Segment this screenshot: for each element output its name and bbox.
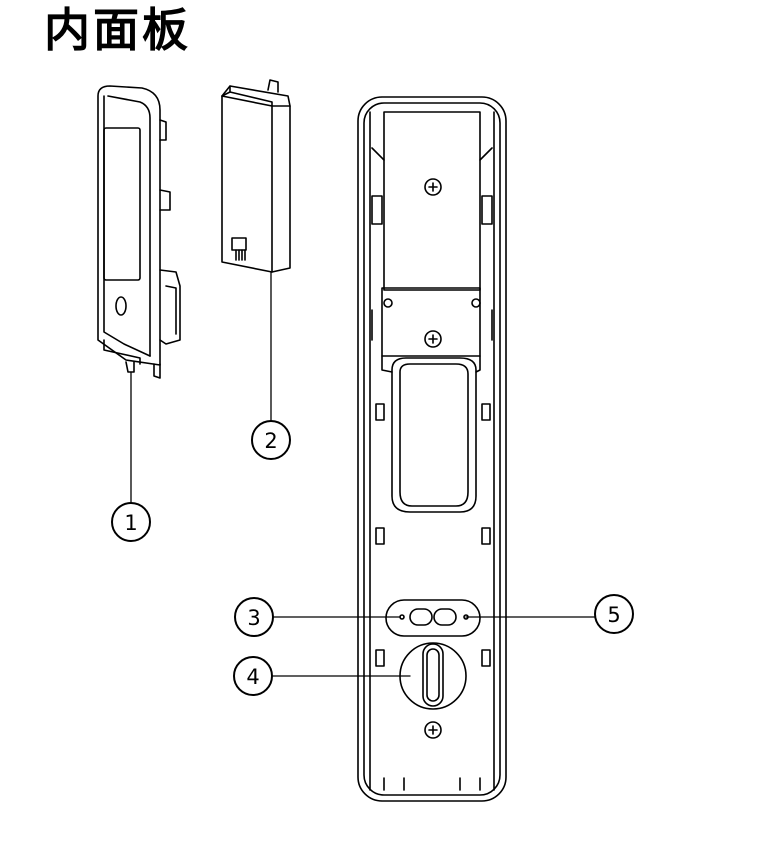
svg-text:5: 5 (607, 603, 620, 627)
screw-top (424, 178, 442, 196)
back-plate-drawing (357, 96, 507, 802)
callout-4: 4 (233, 656, 273, 696)
battery-drawing (221, 79, 291, 273)
screw-bottom (424, 721, 442, 739)
callout-3: 3 (234, 597, 274, 637)
page-title: 内面板 (44, 3, 191, 57)
front-panel-drawing (97, 85, 181, 379)
leader-lines (130, 271, 595, 677)
svg-text:2: 2 (264, 429, 277, 453)
svg-text:3: 3 (247, 606, 260, 630)
callout-2: 2 (251, 420, 291, 460)
callout-1: 1 (111, 502, 151, 542)
screw-middle (424, 330, 442, 348)
callout-5: 5 (594, 594, 634, 634)
svg-text:1: 1 (124, 511, 137, 535)
svg-text:4: 4 (246, 665, 259, 689)
